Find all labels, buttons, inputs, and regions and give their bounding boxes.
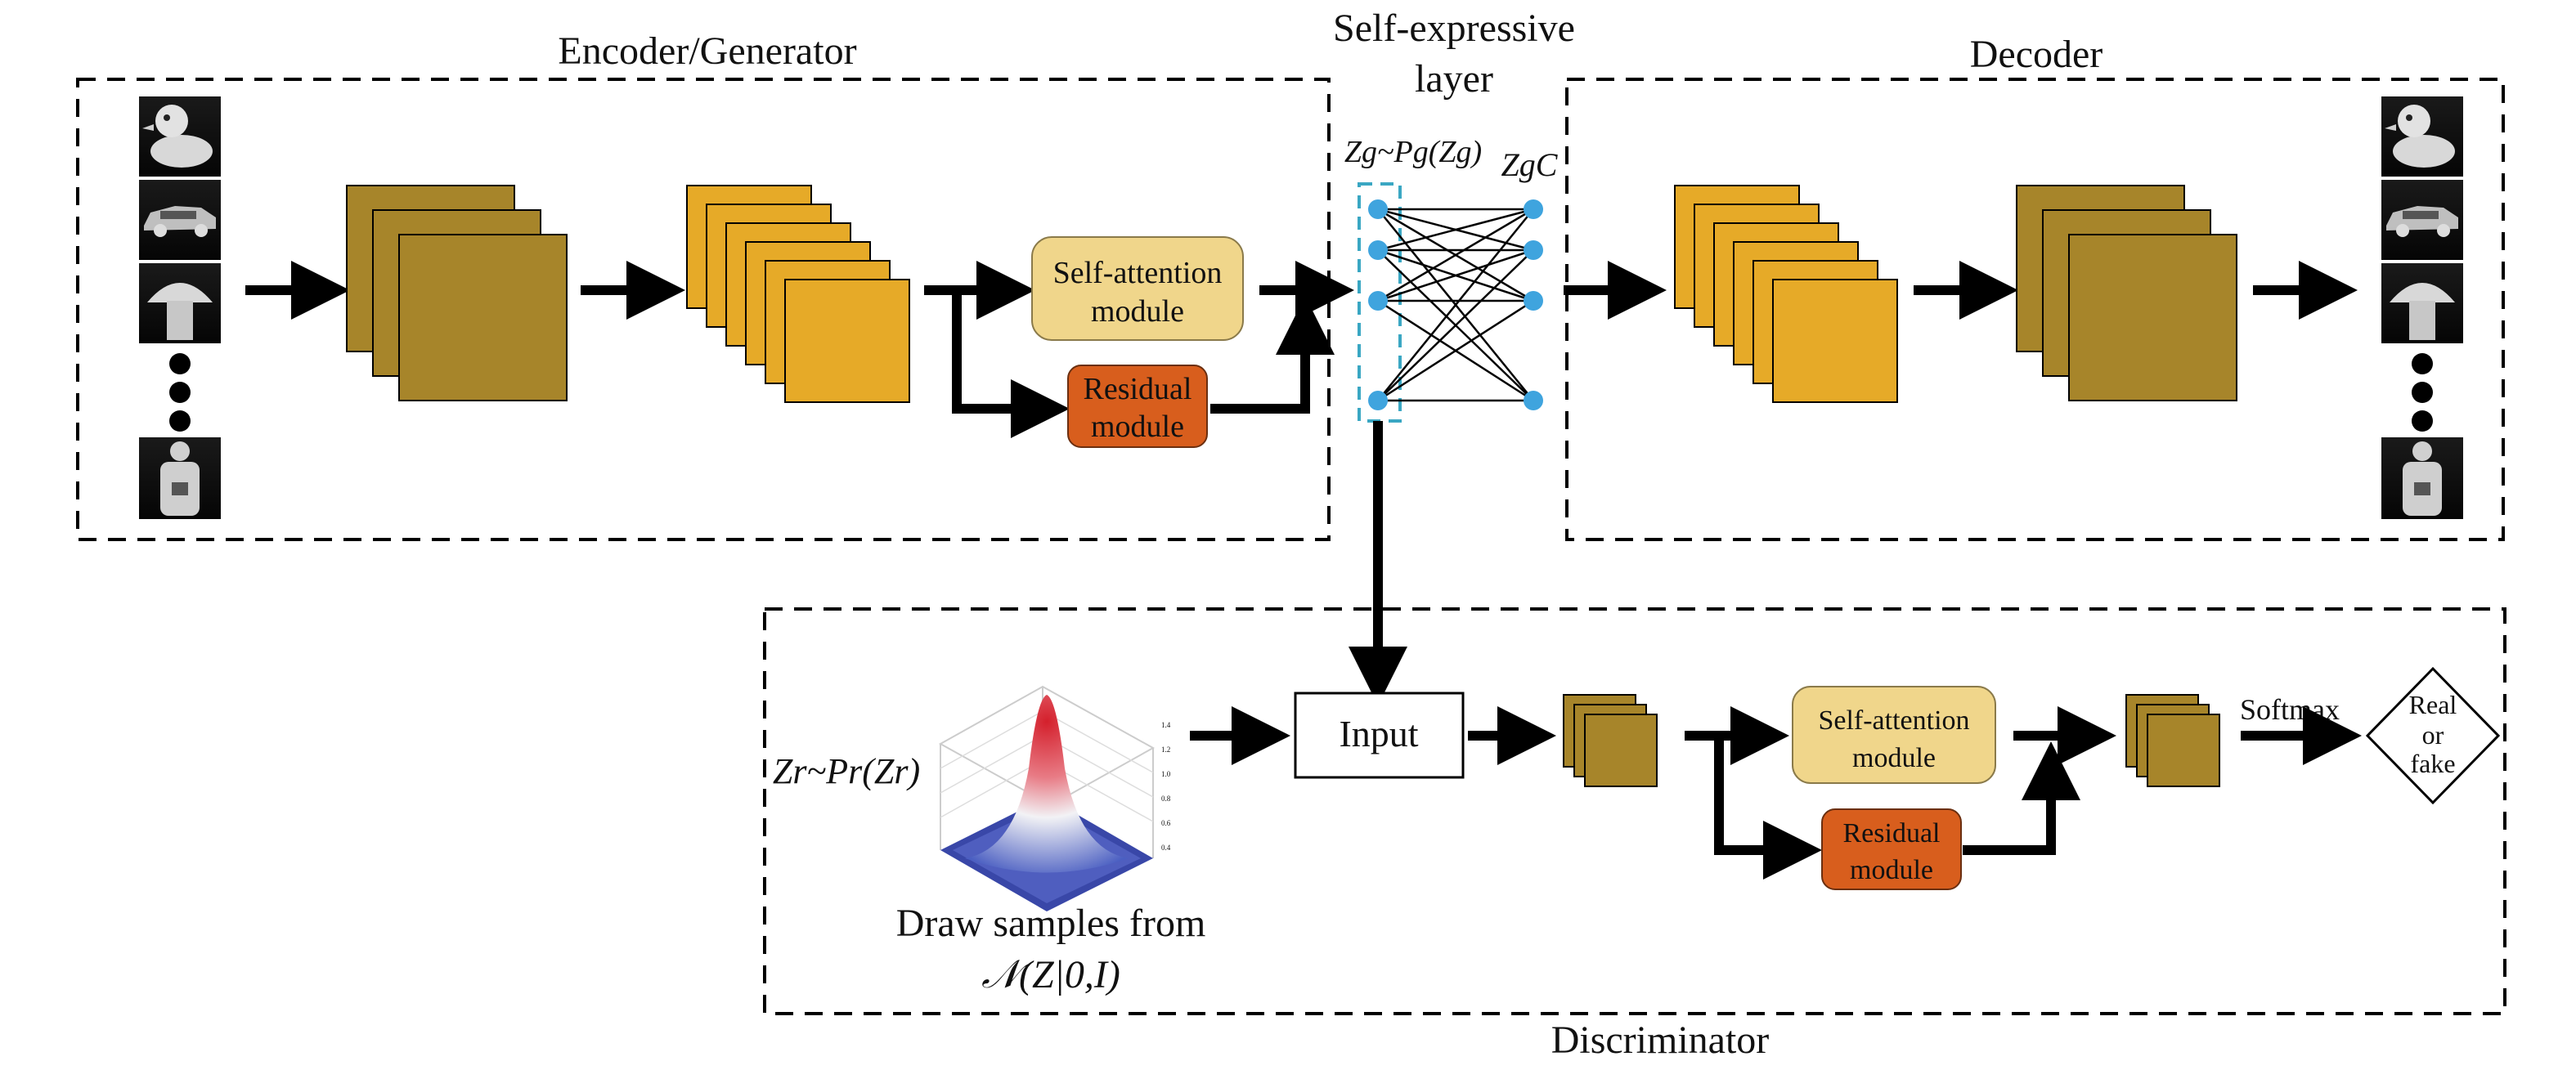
arrow [1963, 741, 2080, 855]
zg-distribution-label: Zg~Pg(Zg) [1344, 135, 1482, 169]
decoder-stack-bright [1674, 185, 1898, 403]
disc-self-attention-line2: module [1852, 743, 1936, 773]
disc-stack-2 [2125, 694, 2220, 787]
disc-residual-module: Residual module [1821, 808, 1962, 890]
output-images [2381, 96, 2463, 519]
self-expressive-title-line2: layer [1415, 57, 1493, 101]
input-image-duck [139, 96, 221, 177]
disc-residual-line1: Residual [1843, 818, 1941, 848]
input-image-mushroom [139, 263, 221, 343]
self-attention-label-line1: Self-attention [1053, 256, 1223, 290]
svg-text:1.0: 1.0 [1161, 770, 1171, 778]
self-attention-label-line2: module [1091, 294, 1184, 329]
svg-text:1.4: 1.4 [1161, 721, 1171, 729]
output-image-mushroom [2381, 263, 2463, 343]
feature-stack-bright [686, 185, 910, 403]
discriminator-title: Discriminator [1551, 1019, 1770, 1062]
latent-nodes-right [1524, 199, 1543, 410]
input-image-car [139, 180, 221, 260]
input-images [139, 96, 221, 519]
disc-stack-1 [1563, 694, 1658, 787]
arrow [1714, 736, 1822, 880]
disc-residual-line2: module [1850, 855, 1933, 885]
svg-text:0.8: 0.8 [1161, 795, 1171, 803]
self-expressive-layer: Self-expressive layer Zg~Pg(Zg) ZgC [1333, 7, 1667, 705]
discriminator-section: Discriminator 1.4 1.2 1.0 0.8 0.6 0.4 Zr~Pr(… [763, 607, 2506, 1062]
output-image-duck [2381, 96, 2463, 177]
residual-label-line2: module [1091, 410, 1184, 444]
input-box: Input [1294, 692, 1465, 779]
residual-module: Residual module [1067, 365, 1208, 448]
real-fake-line2: or [2422, 720, 2444, 750]
decoder-dashed-box [1565, 78, 2505, 541]
latent-nodes-left [1368, 199, 1388, 410]
discriminator-dashed-box [763, 607, 2506, 1015]
zg-c-label: ZgC [1501, 146, 1559, 183]
ellipsis-dot [169, 410, 191, 432]
svg-text:0.4: 0.4 [1161, 844, 1171, 852]
output-image-bottle [2381, 437, 2463, 519]
real-fake-line1: Real [2409, 690, 2457, 719]
prior-caption-line1: Draw samples from [896, 902, 1206, 945]
decoder-stack-dark [2016, 185, 2237, 401]
arrow [952, 290, 1070, 438]
svg-text:0.6: 0.6 [1161, 819, 1171, 827]
input-label: Input [1339, 713, 1418, 754]
prior-caption-line2: 𝒩(Z|0,I) [981, 953, 1120, 996]
svg-text:1.2: 1.2 [1161, 745, 1170, 754]
ellipsis-dot [2412, 353, 2433, 374]
self-attention-module: Self-attention module [1031, 236, 1244, 341]
full-connections [1377, 208, 1534, 402]
softmax-label: Softmax [2240, 693, 2340, 726]
encoder-section: Encoder/Generator [76, 29, 1354, 541]
decoder-section: Decoder [1565, 33, 2505, 541]
ellipsis-dot [2412, 410, 2433, 432]
ellipsis-dot [169, 353, 191, 374]
input-image-bottle [139, 437, 221, 519]
real-or-fake-decision: Real or fake [2365, 666, 2501, 805]
ellipsis-dot [2412, 382, 2433, 403]
real-fake-line3: fake [2410, 749, 2455, 778]
arrow [1210, 296, 1335, 414]
disc-self-attention-line1: Self-attention [1818, 705, 1969, 736]
encoder-title: Encoder/Generator [558, 29, 856, 73]
gaussian-plot: 1.4 1.2 1.0 0.8 0.6 0.4 [938, 685, 1171, 911]
zr-distribution-label: Zr~Pr(Zr) [773, 751, 920, 791]
self-expressive-title-line1: Self-expressive [1333, 7, 1575, 50]
feature-stack-dark [346, 185, 568, 401]
decoder-title: Decoder [1970, 33, 2103, 76]
ellipsis-dot [169, 382, 191, 403]
disc-self-attention-module: Self-attention module [1792, 686, 1996, 784]
output-image-car [2381, 180, 2463, 260]
residual-label-line1: Residual [1084, 372, 1192, 406]
